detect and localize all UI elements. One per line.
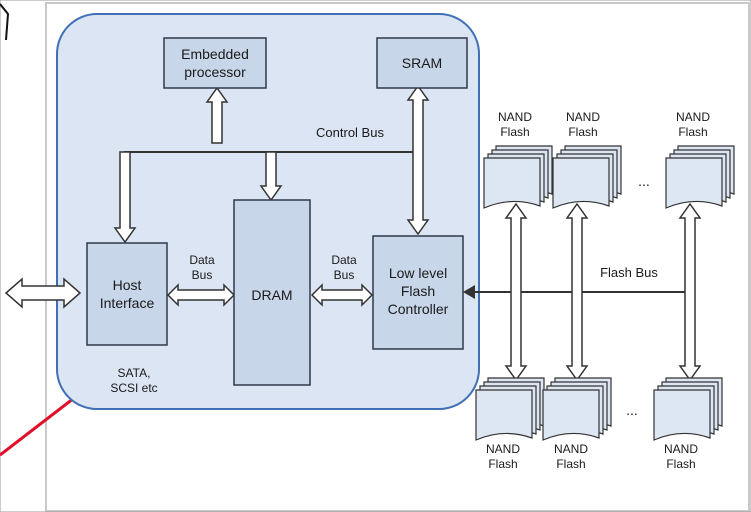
- nand-label-bottom-3: NAND Flash: [663, 442, 698, 471]
- host-interface-block: [86, 242, 168, 346]
- dram-label: DRAM: [251, 287, 293, 303]
- flash-channel-1: [504, 202, 528, 382]
- nand-stack-bottom-1: [475, 377, 545, 441]
- ellipsis-bottom: ...: [626, 402, 638, 418]
- flash-controller-block: [372, 235, 464, 350]
- nand-stack-bottom-2: [542, 377, 612, 441]
- data-bus-left-label: Data Bus: [189, 253, 215, 282]
- dram-block: [233, 199, 311, 386]
- nand-label-top-3: NAND Flash: [675, 110, 710, 139]
- embedded-processor-block: [163, 37, 267, 89]
- bus-to-dram-arrow: [259, 151, 283, 202]
- flash-channel-2: [565, 202, 589, 382]
- bus-to-host-arrow: [113, 151, 137, 244]
- data-bus-right-label: Data Bus: [331, 253, 357, 282]
- nand-label-top-1: NAND Flash: [497, 110, 532, 139]
- data-bus-right-arrow: [310, 283, 374, 307]
- nand-label-top-2: NAND Flash: [565, 110, 600, 139]
- ellipsis-top: ...: [638, 173, 650, 189]
- sram-block: [376, 37, 468, 89]
- processor-bus-arrow: [205, 86, 229, 144]
- flash-channel-3: [678, 202, 702, 382]
- corner-mark: [0, 3, 10, 41]
- embedded-processor-label: Embedded processor: [181, 46, 249, 80]
- nand-stack-top-2: [552, 145, 622, 209]
- nand-stack-top-1: [483, 145, 553, 209]
- flash-bus-label: Flash Bus: [600, 265, 658, 280]
- sram-controller-arrow: [406, 84, 430, 236]
- interfaces-label: SATA, SCSI etc: [110, 366, 158, 395]
- nand-stack-top-3: [665, 145, 735, 209]
- nand-stack-bottom-3: [653, 377, 723, 441]
- nand-label-bottom-2: NAND Flash: [553, 442, 588, 471]
- flash-bus-arrowhead: [463, 285, 475, 299]
- control-bus-label: Control Bus: [316, 125, 384, 140]
- flash-controller-label: Low level Flash Controller: [387, 265, 449, 317]
- external-host-arrow: [4, 277, 82, 309]
- nand-label-bottom-1: NAND Flash: [485, 442, 520, 471]
- host-interface-label: Host Interface: [99, 277, 155, 311]
- sram-label: SRAM: [401, 55, 443, 71]
- pointer-line: [0, 393, 79, 457]
- figure-frame: [45, 2, 750, 512]
